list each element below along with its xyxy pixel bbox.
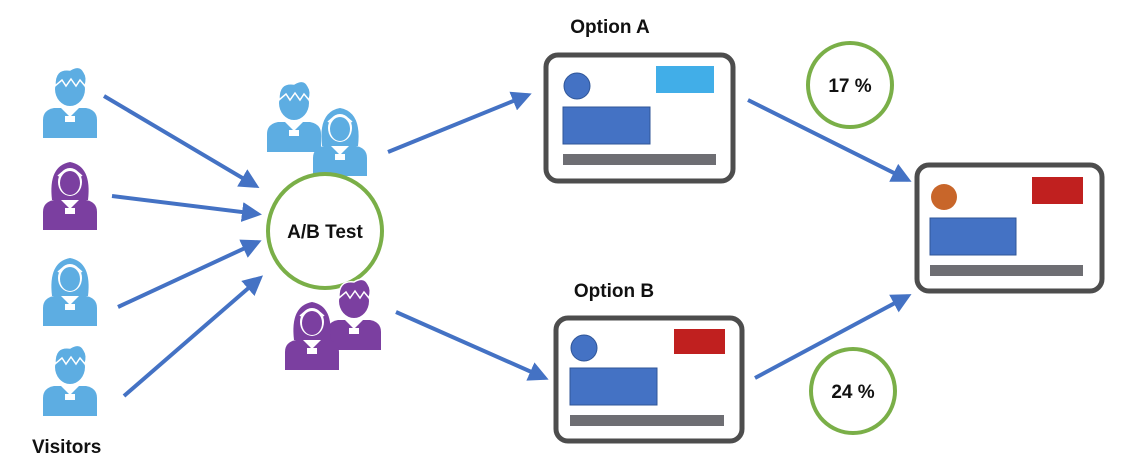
group-a-female-icon	[312, 107, 368, 177]
option-a-label: Option A	[570, 17, 650, 38]
visitor-female-icon	[42, 161, 98, 231]
group-a-male-icon	[266, 80, 322, 153]
rate-a-label: 17 %	[828, 76, 871, 97]
ab-test-label: A/B Test	[287, 222, 363, 243]
footer-bar	[930, 265, 1083, 276]
arrow-b-to-result	[754, 294, 912, 380]
visitor-arrows	[102, 94, 264, 398]
accent-block	[1032, 177, 1083, 204]
option-a-page-card	[543, 52, 736, 184]
arrow-to-option-b	[395, 310, 549, 381]
arrow	[111, 194, 262, 222]
arrow-to-option-a	[387, 91, 532, 154]
arrow-a-to-result	[747, 98, 912, 182]
visitor-male-icon	[42, 344, 98, 417]
content-block	[569, 367, 658, 406]
option-b-page-card	[553, 315, 745, 444]
content-block	[562, 106, 651, 145]
avatar-dot-icon	[570, 334, 598, 362]
group-b-male-icon	[326, 278, 382, 351]
option-b-label: Option B	[574, 281, 654, 302]
winning-page-card	[914, 162, 1105, 294]
ab-test-circle	[266, 172, 384, 290]
arrow	[117, 239, 262, 309]
avatar-dot-icon	[563, 72, 591, 100]
rate-b-circle	[809, 347, 897, 435]
avatar-dot-icon	[931, 184, 957, 210]
visitor-female-icon	[42, 257, 98, 327]
arrow	[122, 275, 264, 398]
content-block	[929, 217, 1017, 256]
arrow	[102, 94, 260, 189]
visitor-male-icon	[42, 66, 98, 139]
rate-b-label: 24 %	[831, 382, 874, 403]
rate-a-circle	[806, 41, 894, 129]
accent-block	[656, 66, 714, 93]
footer-bar	[570, 415, 724, 426]
accent-block	[674, 329, 725, 354]
footer-bar	[563, 154, 716, 165]
visitors-label: Visitors	[32, 437, 101, 458]
